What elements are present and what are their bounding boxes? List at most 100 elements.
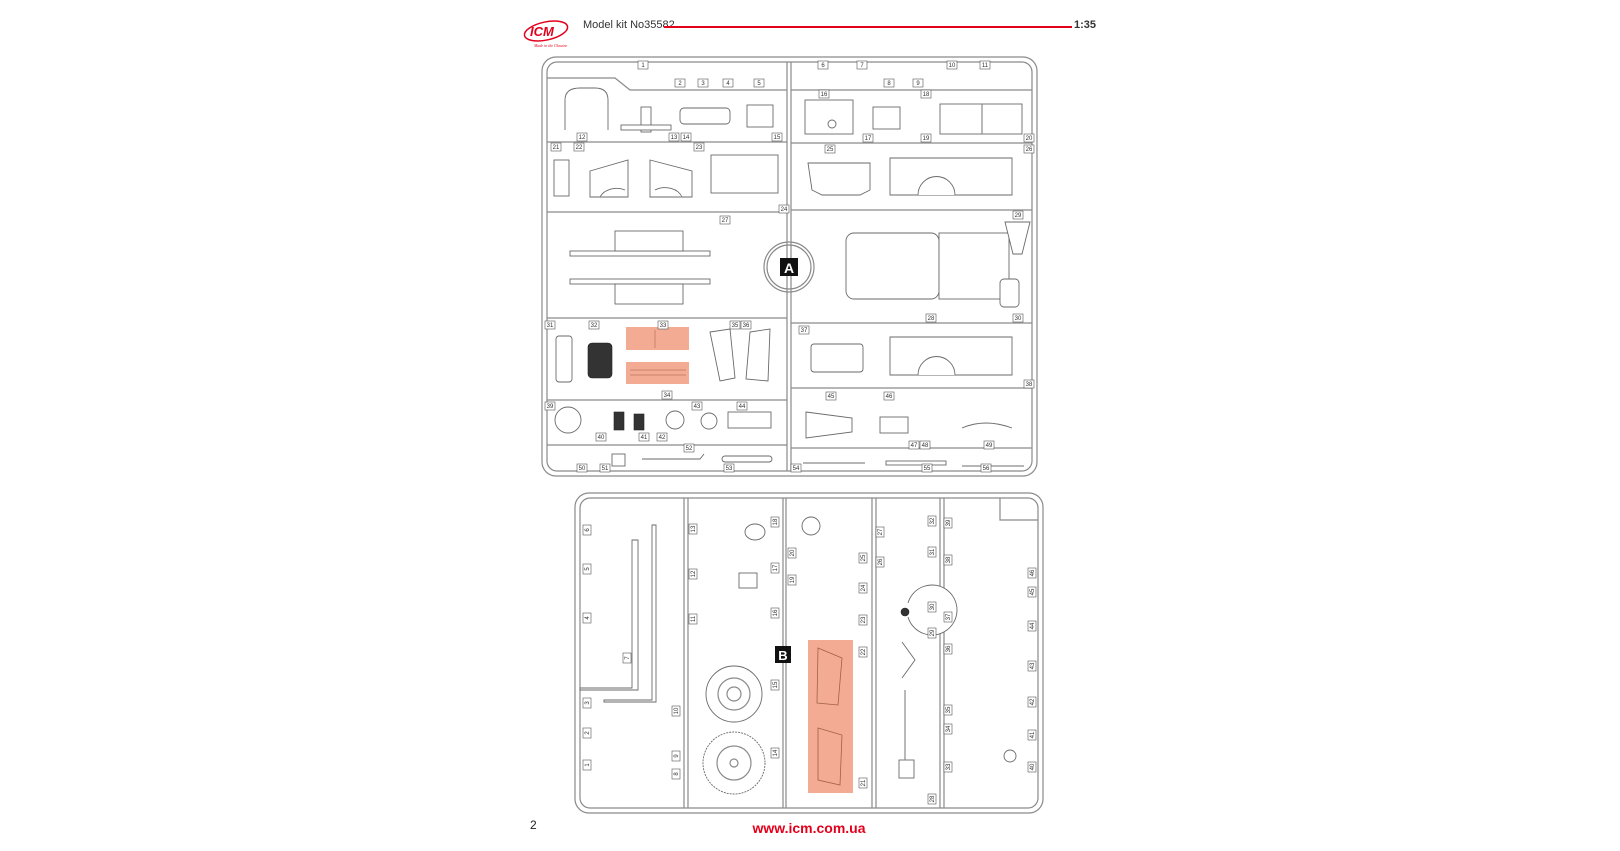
part-number-box <box>723 463 735 473</box>
part-number-box <box>824 144 836 154</box>
part-number: 18 <box>773 518 779 525</box>
part-number-box <box>927 515 937 527</box>
part-number-box <box>787 574 797 586</box>
part-number: 25 <box>861 554 867 561</box>
part-number-box <box>550 142 562 152</box>
part-number-box <box>637 60 649 70</box>
svg-text:ICM: ICM <box>530 24 555 39</box>
sprue-a: A <box>541 56 1038 477</box>
part-number-box <box>858 582 868 594</box>
part-number-box <box>582 727 592 739</box>
part-number: 5 <box>585 567 591 571</box>
part-number-box <box>753 78 765 88</box>
part-number: 28 <box>930 795 936 802</box>
part-number-box <box>729 320 741 330</box>
part-number: 10 <box>674 707 680 714</box>
part-number-box <box>771 132 783 142</box>
part-number: 21 <box>553 145 560 151</box>
part-number-box <box>1027 761 1037 773</box>
part-number-box <box>858 646 868 658</box>
part-number-box <box>576 132 588 142</box>
part-number: 16 <box>821 92 828 98</box>
part-number: 23 <box>861 616 867 623</box>
part-number: 50 <box>579 466 586 472</box>
part-number-box <box>544 320 556 330</box>
part-number: 6 <box>821 63 825 69</box>
part-number: 16 <box>773 609 779 616</box>
part-number: 3 <box>585 701 591 705</box>
highlight-part-33 <box>626 327 689 350</box>
part-number: 39 <box>547 404 554 410</box>
part-number-box <box>943 517 953 529</box>
part-number: 46 <box>886 394 893 400</box>
part-number-box <box>1023 144 1035 154</box>
part-number: 17 <box>773 564 779 571</box>
part-number: 11 <box>691 615 697 622</box>
part-number: 31 <box>547 323 554 329</box>
part-number-box <box>691 401 703 411</box>
part-number: 23 <box>696 145 703 151</box>
part-number-box <box>656 432 668 442</box>
part-number: 8 <box>887 81 891 87</box>
part-number-box <box>1012 313 1024 323</box>
part-number-box <box>595 432 607 442</box>
part-number: 11 <box>982 63 989 69</box>
part-number-box <box>983 440 995 450</box>
part-number-box <box>1027 586 1037 598</box>
part-number-box <box>582 563 592 575</box>
part-number: 5 <box>757 81 761 87</box>
part-number: 32 <box>930 517 936 524</box>
part-number: 21 <box>861 779 867 786</box>
part-number: 41 <box>1030 731 1036 738</box>
part-number: 46 <box>1030 569 1036 576</box>
part-number: 14 <box>773 749 779 756</box>
part-number-box <box>674 78 686 88</box>
part-number: 31 <box>930 548 936 555</box>
part-number-box <box>770 679 780 691</box>
part-number-box <box>858 777 868 789</box>
part-number-box <box>688 523 698 535</box>
part-number: 26 <box>1026 147 1033 153</box>
part-number: 49 <box>986 443 993 449</box>
part-number-box <box>920 133 932 143</box>
header-rule <box>664 26 1072 28</box>
part-number-box <box>943 761 953 773</box>
part-number-box <box>719 215 731 225</box>
part-number: 30 <box>930 603 936 610</box>
part-number: 33 <box>946 763 952 770</box>
part-number-box <box>544 401 556 411</box>
part-number: 27 <box>878 528 884 535</box>
part-number: 43 <box>1030 662 1036 669</box>
part-number: 12 <box>691 570 697 577</box>
part-number: 55 <box>924 466 931 472</box>
part-number: 27 <box>722 218 729 224</box>
part-number-box <box>883 391 895 401</box>
part-number: 35 <box>946 706 952 713</box>
part-number: 37 <box>946 613 952 620</box>
part-number: 9 <box>674 754 680 758</box>
highlight-parts-21-22 <box>808 640 853 793</box>
part-number-box <box>770 516 780 528</box>
part-number: 7 <box>625 656 631 660</box>
part-number-box <box>638 432 650 442</box>
part-number-box <box>927 601 937 613</box>
part-number: 13 <box>691 525 697 532</box>
part-number: 7 <box>860 63 864 69</box>
part-number: 22 <box>576 145 583 151</box>
part-number-box <box>858 552 868 564</box>
website-link[interactable]: www.icm.com.ua <box>752 820 866 836</box>
part-number-box <box>1012 210 1024 220</box>
part-number-box <box>668 132 680 142</box>
part-number-box <box>622 652 632 664</box>
part-number-box <box>908 440 920 450</box>
part-number: 10 <box>949 63 956 69</box>
part-number: 51 <box>602 466 609 472</box>
part-number: 15 <box>774 135 781 141</box>
part-number-box <box>683 443 695 453</box>
part-number: 56 <box>983 466 990 472</box>
sprue-b: B <box>574 492 1044 814</box>
part-number: 48 <box>922 443 929 449</box>
part-number: 12 <box>579 135 586 141</box>
part-number: 36 <box>946 645 952 652</box>
